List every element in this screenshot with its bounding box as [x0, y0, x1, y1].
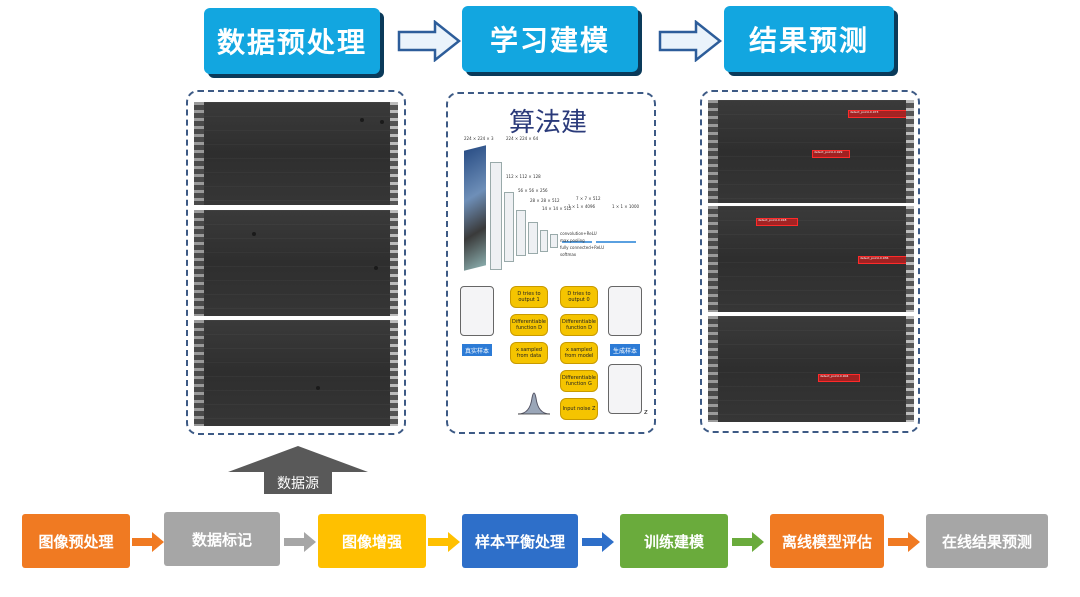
prediction-panel: detect_point-0.973 detect_point-0.929 de… [700, 90, 920, 433]
dim-label: 1 × 1 × 1000 [612, 204, 640, 209]
detection-tag: detect_point-0.973 [848, 110, 912, 118]
gan-box: Differentiable function D [510, 314, 548, 336]
detection-tag: detect_point-0.929 [812, 150, 850, 158]
stage-arrow-2 [658, 20, 722, 62]
result-image: detect_point-0.973 detect_point-0.929 [708, 100, 914, 203]
step-training: 训练建模 [620, 514, 728, 568]
step-data-labeling: 数据标记 [164, 512, 280, 566]
distribution-curve-icon [517, 392, 551, 415]
input-photo [464, 145, 486, 271]
gan-box: x sampled from model [560, 342, 598, 364]
step-online-prediction: 在线结果预测 [926, 514, 1048, 568]
detection-label: detect_point-0.918 [758, 218, 787, 222]
legend-entry: fully connected+ReLU [560, 245, 605, 250]
detection-tag: detect_point-0.904 [818, 374, 860, 382]
flow-arrow [888, 532, 920, 556]
detection-label: detect_point-0.936 [860, 256, 889, 260]
inspection-image [194, 210, 398, 316]
gan-box: x sampled from data [510, 342, 548, 364]
step-sample-balancing: 样本平衡处理 [462, 514, 578, 568]
stage-modeling: 学习建模 [462, 6, 638, 72]
stage-arrow-1 [397, 20, 461, 62]
cnn-diagram: 224 × 224 × 3 224 × 224 × 64 112 × 112 ×… [458, 134, 648, 274]
flow-arrow [732, 532, 764, 556]
flow-arrow [582, 532, 614, 556]
detection-tag: detect_point-0.918 [756, 218, 798, 226]
detection-label: detect_point-0.973 [850, 110, 879, 114]
step-offline-evaluation: 离线模型评估 [770, 514, 884, 568]
stage-preprocess: 数据预处理 [204, 8, 380, 74]
step-image-augmentation: 图像增强 [318, 514, 426, 568]
detection-label: detect_point-0.904 [820, 374, 849, 378]
result-image: detect_point-0.904 [708, 316, 914, 422]
dim-label: 14 × 14 × 512 [542, 206, 572, 211]
inspection-image [194, 102, 398, 205]
gan-box: Differentiable function D [560, 314, 598, 336]
data-source-label: 数据源 [277, 476, 319, 492]
dim-label: 28 × 28 × 512 [530, 198, 560, 203]
dim-label: 1 × 1 × 4096 [568, 204, 596, 209]
flow-arrow [132, 532, 164, 556]
generated-sample-box: 生成样本 [610, 344, 640, 356]
stage-preprocess-label: 数据预处理 [216, 26, 367, 59]
stage-prediction-label: 结果预测 [748, 24, 869, 57]
cnn-legend: convolution+ReLU max pooling fully conne… [560, 230, 644, 258]
dim-label: 56 × 56 × 256 [518, 188, 548, 193]
detection-tag: detect_point-0.936 [858, 256, 912, 264]
flow-arrow [284, 532, 316, 556]
legend-entry: max pooling [560, 238, 585, 243]
data-source-arrow: 数据源 [228, 446, 368, 494]
dim-label: 224 × 224 × 64 [506, 136, 539, 141]
left-network-icon [460, 286, 494, 336]
gan-box: Differentiable function G [560, 370, 598, 392]
inspection-image [194, 320, 398, 426]
stage-prediction: 结果预测 [724, 6, 894, 72]
preprocess-panel [186, 90, 406, 435]
generator-network-icon [608, 364, 642, 414]
step-image-preprocess: 图像预处理 [22, 514, 130, 568]
dim-label: 224 × 224 × 3 [464, 136, 494, 141]
real-sample-box: 真实样本 [462, 344, 492, 356]
right-network-icon [608, 286, 642, 336]
algorithm-title: 算法建 [508, 108, 587, 138]
result-image: detect_point-0.918 detect_point-0.936 [708, 206, 914, 312]
legend-entry: softmax [560, 252, 577, 257]
gan-box: D tries to output 1 [510, 286, 548, 308]
algorithm-panel: 算法建 224 × 224 × 3 224 × 224 × 64 112 × 1… [446, 92, 656, 434]
gan-box: D tries to output 0 [560, 286, 598, 308]
dim-label: 112 × 112 × 128 [506, 174, 541, 179]
gan-box: Input noise Z [560, 398, 598, 420]
z-label: z [644, 408, 648, 416]
legend-entry: convolution+ReLU [560, 231, 597, 236]
dim-label: 7 × 7 × 512 [576, 196, 601, 201]
stage-modeling-label: 学习建模 [489, 24, 610, 57]
flow-arrow [428, 532, 460, 556]
detection-label: detect_point-0.929 [814, 150, 843, 154]
